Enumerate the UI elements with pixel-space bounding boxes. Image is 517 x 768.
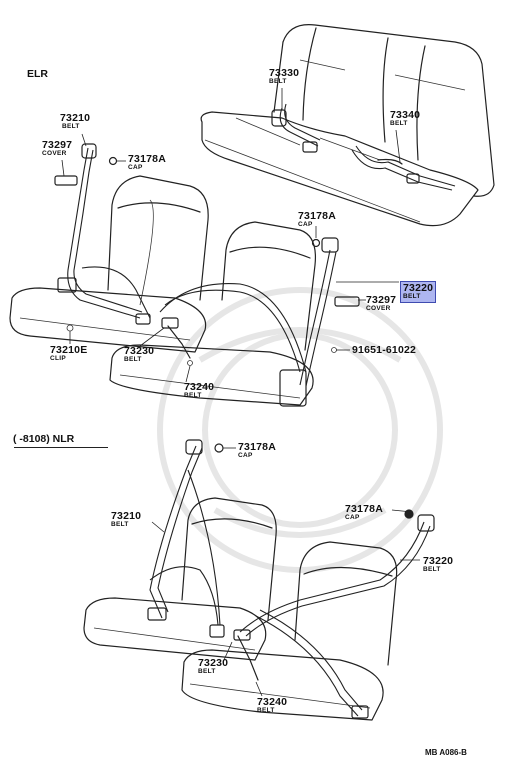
front-right-seat	[109, 221, 317, 406]
front-elr-belts	[54, 143, 360, 407]
part-number: 73178A	[128, 153, 166, 165]
part-desc: BELT	[198, 667, 216, 675]
callout-73220-nlr[interactable]: 73220 BELT	[423, 556, 453, 573]
callout-91651-61022[interactable]: 91651-61022	[352, 345, 416, 356]
part-number: 73178A	[298, 210, 336, 222]
callout-73220-highlighted[interactable]: 73220 BELT	[399, 281, 437, 303]
part-desc: COVER	[366, 304, 391, 312]
part-desc: CAP	[345, 513, 360, 521]
part-number: 73178A	[238, 441, 276, 453]
part-desc: CAP	[298, 220, 313, 228]
part-desc: BELT	[257, 706, 275, 714]
part-number: 73297	[42, 139, 73, 151]
part-desc: CAP	[128, 163, 143, 171]
callout-73178A-mid[interactable]: 73178A CAP	[298, 211, 336, 228]
callout-73297-left[interactable]: 73297 COVER	[42, 140, 72, 157]
part-desc: BELT	[269, 77, 287, 85]
part-desc: CAP	[238, 451, 253, 459]
callout-73240-nlr[interactable]: 73240 BELT	[257, 697, 287, 714]
leader-lines	[61, 88, 420, 697]
section-label-nlr: ( -8108) NLR	[13, 433, 75, 445]
nlr-underline	[14, 447, 108, 448]
part-number: 73240	[184, 381, 215, 393]
part-number: 73178A	[345, 503, 383, 515]
nlr-right-seat	[181, 541, 398, 721]
callout-73297-right[interactable]: 73297 COVER	[366, 295, 396, 312]
part-number: 73210	[60, 112, 91, 124]
part-number: 73230	[198, 657, 229, 669]
part-desc: BELT	[111, 520, 129, 528]
part-desc: BELT	[423, 565, 441, 573]
part-desc: BELT	[124, 355, 142, 363]
watermark-emblem	[157, 287, 443, 573]
part-number: 73330	[269, 67, 300, 79]
section-label-elr: ELR	[27, 68, 48, 80]
nlr-belts	[147, 439, 435, 719]
part-desc: BELT	[62, 122, 80, 130]
part-number: 73240	[257, 696, 288, 708]
callout-73210-elr[interactable]: 73210 BELT	[60, 113, 90, 130]
part-desc: BELT	[390, 119, 408, 127]
part-desc: COVER	[42, 149, 67, 157]
callout-73178A-nlr-lower[interactable]: 73178A CAP	[345, 504, 383, 521]
part-number: 73210E	[50, 344, 88, 356]
callout-73230-elr[interactable]: 73230 BELT	[124, 346, 154, 363]
callout-73178A-left[interactable]: 73178A CAP	[128, 154, 166, 171]
callout-73210-nlr[interactable]: 73210 BELT	[111, 511, 141, 528]
part-number: 73297	[366, 294, 397, 306]
part-desc: CLIP	[50, 354, 67, 362]
rear-bench-seat	[200, 24, 495, 227]
part-number: 91651-61022	[352, 344, 417, 356]
front-left-seat	[9, 175, 209, 353]
part-number: 73340	[390, 109, 421, 121]
diagram-code: MB A086-B	[425, 748, 467, 757]
part-desc: BELT	[403, 292, 421, 300]
part-desc: BELT	[184, 391, 202, 399]
part-number: 73220	[403, 282, 434, 294]
callout-73240-elr[interactable]: 73240 BELT	[184, 382, 214, 399]
part-number: 73230	[124, 345, 155, 357]
callout-73230-nlr[interactable]: 73230 BELT	[198, 658, 228, 675]
callout-73330[interactable]: 73330 BELT	[269, 68, 299, 85]
part-number: 73210	[111, 510, 142, 522]
part-number: 73220	[423, 555, 454, 567]
callout-73210E[interactable]: 73210E CLIP	[50, 345, 87, 362]
callout-73178A-nlr-upper[interactable]: 73178A CAP	[238, 442, 276, 459]
callout-73340[interactable]: 73340 BELT	[390, 110, 420, 127]
nlr-left-seat	[83, 497, 277, 661]
